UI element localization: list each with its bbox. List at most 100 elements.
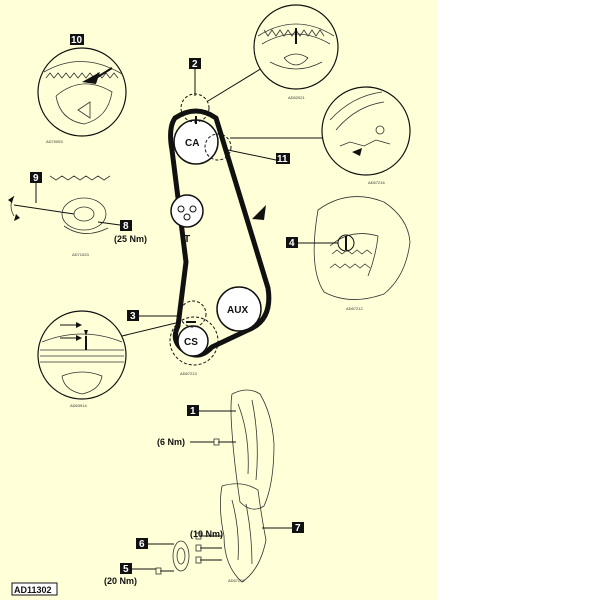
tensioner-pulley — [170, 194, 204, 228]
callout-6: 6 — [139, 539, 145, 550]
bolt-head-sketch — [155, 567, 162, 575]
tensioner-hub-sketch — [73, 206, 95, 222]
hub-sketch — [61, 371, 103, 395]
callout-1: 1 — [190, 406, 196, 417]
figure-id: AD11302 — [14, 585, 52, 595]
pointer-arrow-shaft — [95, 67, 113, 79]
crankshaft-outer-dashed — [169, 316, 219, 366]
torque-item-1-bolt: (6 Nm) — [157, 437, 185, 447]
callout-1-box — [187, 405, 199, 416]
detail-ref: AD67216 — [368, 180, 385, 185]
callout-5: 5 — [123, 564, 129, 575]
callout-10-box — [70, 34, 84, 45]
callout-8: 8 — [123, 221, 129, 232]
tensioner-hole — [177, 205, 185, 213]
mark-arrow-icon — [84, 330, 88, 336]
gear-rim-sketch — [329, 91, 383, 121]
detail-circle — [37, 310, 127, 400]
camshaft-pulley-label: CA — [185, 138, 199, 149]
housing-outline-sketch — [313, 196, 411, 300]
housing-sketch — [283, 53, 309, 66]
gear-teeth-sketch — [331, 249, 373, 255]
camshaft-pin-highlight — [204, 133, 232, 161]
detail-ref: AD71023 — [72, 252, 89, 257]
rotate-arrow-icon — [8, 196, 14, 203]
covers-assembly: AD67202 — [155, 389, 275, 583]
detail-camshaft-pin: AD67216 — [230, 86, 411, 185]
leader-line — [121, 321, 181, 337]
upper-cover-ribs-sketch — [237, 399, 258, 481]
callout-2-box — [189, 58, 201, 69]
callout-3-box — [127, 310, 139, 321]
pointer-arrow-icon — [76, 335, 82, 341]
tensioner-hole — [189, 205, 197, 213]
callout-9: 9 — [33, 173, 39, 184]
rotation-direction-arrow — [252, 205, 266, 220]
callout-2: 2 — [192, 59, 198, 70]
housing-sketch — [269, 61, 323, 70]
gear-rim-sketch — [43, 61, 123, 75]
tensioner-nut-sketch — [77, 101, 91, 119]
crankshaft-pulley-hub-sketch — [176, 547, 186, 565]
callout-11: 11 — [277, 154, 288, 165]
detail-ref: AD70053 — [46, 139, 63, 144]
crankshaft-pulley — [177, 325, 209, 357]
callout-7: 7 — [295, 523, 301, 534]
lower-cover-ribs-sketch — [231, 499, 253, 565]
pin-arrow-icon — [352, 148, 362, 156]
callout-7-box — [292, 522, 304, 533]
bolt-head-sketch — [195, 544, 202, 552]
upper-cover-sketch — [230, 389, 275, 510]
pulley-grooves-sketch — [40, 349, 124, 363]
callout-3: 3 — [130, 311, 136, 322]
leader-line — [97, 221, 121, 226]
detail-camshaft-mark: AD62021 — [207, 4, 339, 102]
auxiliary-pulley — [216, 286, 262, 332]
callout-4-box — [286, 237, 298, 248]
detail-circle — [37, 47, 127, 137]
gear-rim-sketch — [329, 233, 379, 277]
callout-8-box — [120, 220, 132, 231]
gear-teeth-sketch — [263, 29, 325, 37]
detail-circle — [253, 4, 339, 90]
leader-line — [227, 149, 277, 161]
auxiliary-pulley-label: AUX — [227, 305, 248, 316]
callout-9-box — [30, 172, 42, 183]
callout-4: 4 — [289, 238, 295, 249]
tensioner-sketch — [61, 197, 107, 231]
callout-6-box — [136, 538, 148, 549]
torque-item-7-bolt: (10 Nm) — [190, 529, 223, 539]
belt-layout: CA T AUX CS AD67213 — [168, 93, 272, 376]
housing-sketch — [339, 139, 391, 147]
torque-item-5: (20 Nm) — [104, 576, 137, 586]
allen-key-sketch — [13, 204, 75, 215]
detail-circle — [321, 86, 411, 176]
callout-11-box — [276, 153, 290, 164]
detail-ref: AD62021 — [288, 95, 305, 100]
tensioner-body-sketch — [55, 83, 113, 125]
belt-layout-ref: AD67213 — [180, 371, 197, 376]
detail-crankshaft-mark: AD63914 — [37, 310, 181, 408]
lower-cover-sketch — [220, 483, 267, 583]
rotate-arrow-icon — [14, 214, 20, 221]
timing-belt-diagram: CA T AUX CS AD67213 — [8, 4, 411, 596]
detail-ref: AD67212 — [346, 306, 363, 311]
figure-id-box — [11, 582, 58, 596]
torque-item-8: (25 Nm) — [114, 234, 147, 244]
bolt-head-sketch — [195, 556, 202, 564]
pin-hole-sketch — [375, 125, 385, 135]
callout-10: 10 — [71, 35, 83, 46]
belt-teeth-sketch — [49, 175, 111, 181]
callout-5-box — [120, 563, 132, 574]
tensioner-hole — [183, 213, 191, 221]
pointer-arrow-icon — [76, 322, 82, 328]
detail-tensioner-pointer: AD70053 — [37, 47, 127, 144]
tensioner-base-sketch — [63, 225, 109, 234]
pointer-arrow-icon — [82, 72, 100, 84]
pulley-rim-sketch — [41, 333, 123, 343]
detail-ref: AD67202 — [228, 578, 245, 583]
tensioner-pulley-label: T — [184, 234, 190, 245]
detail-tensioner-adjust: AD71023 — [8, 175, 111, 257]
crankshaft-pulley-label: CS — [184, 337, 198, 348]
